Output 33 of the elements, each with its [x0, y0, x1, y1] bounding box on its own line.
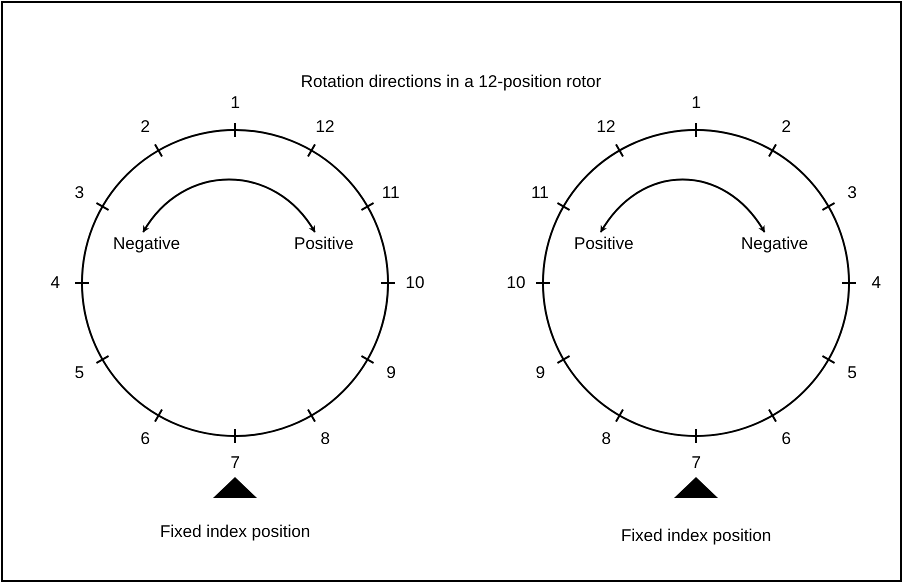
position-number: 6 [140, 428, 150, 449]
position-number: 1 [692, 93, 701, 113]
position-number: 4 [872, 273, 881, 293]
position-number: 9 [386, 363, 396, 383]
position-number: 10 [506, 273, 526, 293]
position-number: 5 [74, 363, 84, 383]
position-number: 4 [50, 273, 60, 293]
position-number: 9 [536, 363, 546, 383]
position-number: 3 [847, 183, 857, 203]
diagram-title: Rotation directions in a 12-position rotor [300, 72, 602, 92]
rotation-arrow [142, 178, 316, 233]
direction-label: Negative [113, 234, 180, 254]
direction-label: Positive [294, 234, 354, 254]
position-number: 7 [230, 453, 240, 473]
position-number: 12 [316, 117, 334, 138]
position-number: 2 [140, 117, 150, 138]
index-caption: Fixed index position [160, 522, 310, 542]
position-number: 1 [230, 93, 240, 113]
position-number: 5 [847, 363, 857, 383]
direction-label: Negative [741, 234, 808, 254]
position-number: 10 [406, 273, 424, 293]
index-caption: Fixed index position [621, 526, 772, 546]
position-number: 2 [782, 117, 791, 138]
position-number: 11 [382, 183, 400, 203]
position-number: 8 [320, 428, 330, 449]
position-number: 7 [692, 453, 701, 473]
position-number: 12 [596, 117, 616, 138]
position-number: 11 [531, 183, 549, 203]
position-number: 6 [782, 428, 791, 449]
direction-label: Positive [574, 234, 634, 254]
rotation-arrow [600, 178, 766, 233]
position-number: 3 [74, 183, 84, 203]
position-number: 8 [602, 428, 611, 449]
